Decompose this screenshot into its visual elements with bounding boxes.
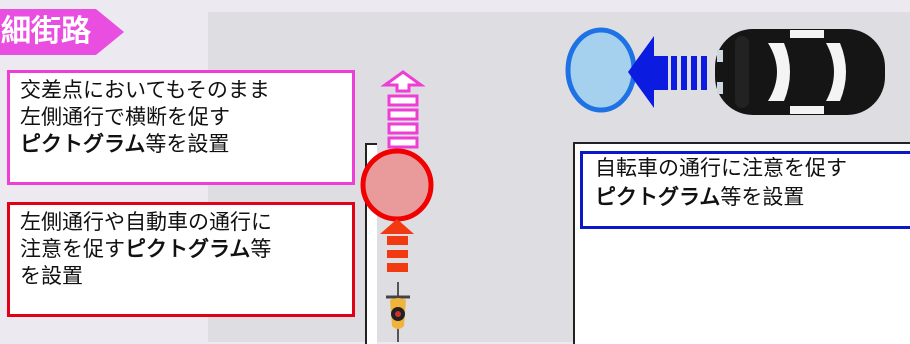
car-icon	[715, 29, 885, 115]
callout-tail: 等を設置	[145, 132, 230, 156]
bicycle-icon	[386, 282, 410, 342]
callout-line: を設置	[20, 264, 83, 288]
blue-dashed-arrow-icon	[628, 36, 707, 108]
crossing-point-circle	[360, 148, 434, 222]
callout-line: 左側通行で横断を促す	[20, 105, 230, 129]
callout-text: 注意を促す	[20, 237, 125, 261]
callout-line: ピクトグラム等を設置	[20, 131, 342, 158]
red-dashed-arrow-icon	[380, 219, 414, 272]
callout-line: 自転車の通行に注意を促す	[595, 156, 847, 180]
callout-line: 交差点においてもそのまま	[20, 78, 270, 102]
section-tag	[0, 9, 124, 55]
callout-line: 注意を促すピクトグラム等	[20, 236, 342, 263]
callout-tail: 等を設置	[720, 185, 805, 209]
callout-bold-term: ピクトグラム	[125, 237, 251, 261]
attention-zone-ellipse	[565, 27, 637, 113]
bicycle-pictogram-callout: 自転車の通行に注意を促す ピクトグラム等を設置	[580, 151, 910, 229]
callout-bold-term: ピクトグラム	[595, 185, 721, 209]
callout-bold-term: ピクトグラム	[20, 132, 146, 156]
pink-dashed-arrow-icon	[380, 70, 426, 149]
callout-line: 左側通行や自動車の通行に	[20, 210, 272, 234]
left-side-pictogram-callout: 左側通行や自動車の通行に 注意を促すピクトグラム等 を設置	[7, 202, 355, 317]
section-tag-label: 細街路	[1, 14, 91, 49]
callout-text: 等	[250, 237, 272, 261]
callout-line: ピクトグラム等を設置	[595, 183, 910, 212]
crossing-pictogram-callout: 交差点においてもそのまま 左側通行で横断を促す ピクトグラム等を設置	[7, 70, 355, 185]
